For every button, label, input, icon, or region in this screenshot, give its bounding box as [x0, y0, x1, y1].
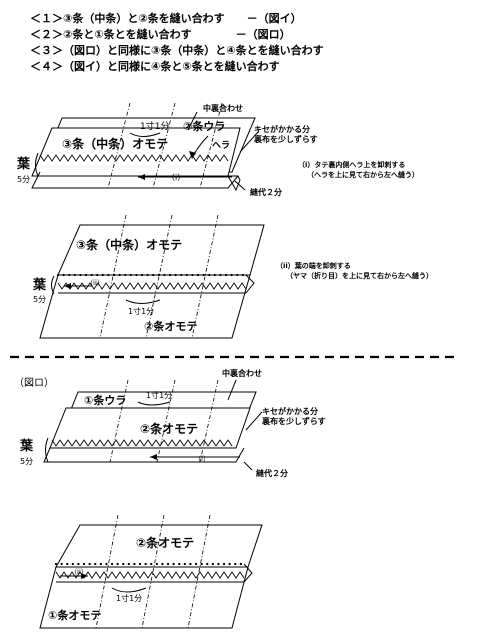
fig-b-step-1: （図ロ） 中裏合わせ 1寸1分 ①条ウラ ②条オモテ キセがかかる分 裏布を少し…: [14, 368, 326, 478]
fig-a-label-issun: 1寸1分: [140, 120, 169, 132]
fig-a-fold-line-2: [152, 102, 176, 189]
fig-a-issun-arc: [129, 132, 161, 137]
fig-a-hera-arrowhead: [189, 151, 196, 159]
fig-b2-label-ii: （ii）: [70, 568, 88, 576]
instruction-3: ＜３＞（図ロ）と同様に③条（中条）と④条とを縫い合わす: [30, 43, 324, 57]
fig-a-arrowhead-i: [138, 174, 145, 180]
fig-b-label-5bu: 5分: [20, 457, 33, 466]
fig-a-label-kise-2: 裏布を少しずらす: [253, 134, 318, 144]
fig-a-fold-line-3: [199, 102, 223, 189]
fig-a-label-jo2-ura: ②条ウラ: [183, 119, 225, 133]
fig-b2-issun-arc: [111, 587, 147, 593]
fig-b-leader-kise: [245, 411, 263, 431]
fig-b-leaf-bracket: [45, 437, 49, 463]
fig-a-leaf-bracket: [35, 152, 39, 177]
fig-a-leader-nakaura: [187, 111, 198, 131]
fig-b-front-sheet: [49, 407, 251, 449]
instruction-2: ＜２＞②条と①条とを縫い合わす －（図ロ）: [30, 27, 291, 41]
instruction-list: ＜１＞③条（中条）と②条を縫い合わす －（図イ） ＜２＞②条と①条とを縫い合わす…: [30, 11, 324, 73]
fig-a-note-i-1: （i）タテ裏内側ヘラ上を卸刺する: [298, 160, 405, 169]
fig-a-lower-flap: [32, 175, 241, 192]
fig-a2-note-ii-1: （ii）葉の端を卸刺する: [276, 261, 351, 270]
fig-b-zigzag-stitch: [51, 439, 233, 447]
fig-b-label-i: （i）: [194, 455, 210, 463]
instruction-1: ＜１＞③条（中条）と②条を縫い合わす －（図イ）: [30, 11, 302, 25]
fig-a2-leaf-bracket: [51, 275, 55, 295]
fig-b-step-2: ②条オモテ （ii） 1寸1分 ①条オモテ: [39, 514, 263, 629]
fig-a-note-i-2: （ヘラを上に見て右から左へ縫う）: [307, 170, 419, 179]
fig-a2-label-jo3-omote: ③条（中条）オモテ: [76, 237, 182, 252]
fig-b-leader-nuishiro: [243, 461, 253, 471]
fig-b2-label-issun: 1寸1分: [116, 593, 142, 603]
fig-b-label-jo1-ura: ①条ウラ: [84, 393, 126, 407]
fig-b-fold-line-1: [109, 379, 129, 463]
fig-a-label-ha: 葉: [16, 156, 31, 172]
fig-b2-arrowhead-ii: [81, 573, 88, 579]
fig-a-leader-kise: [239, 131, 259, 153]
fig-b2-fold-line-2: [141, 514, 165, 629]
fig-a-step-2: ③条（中条）オモテ （ii） （ii）葉の端を卸刺する （ヤマ（折り目）を上に見…: [32, 214, 433, 339]
fig-b-arrowhead-i: [150, 454, 157, 460]
fig-a-zigzag-stitch: [39, 154, 229, 162]
fig-a2-fold-line-2: [145, 214, 173, 339]
fig-b-fold-line-2: [156, 379, 176, 463]
fig-a-label-nakaura: 中裏合わせ: [203, 103, 243, 113]
fig-b-label-issun: 1寸1分: [146, 390, 172, 400]
fig-a-seam-edge: [31, 171, 239, 189]
fig-b-label-ha: 葉: [19, 438, 34, 454]
fig-a2-fold-line-1: [99, 214, 127, 339]
fig-b-seam-edge: [43, 447, 245, 463]
fig-a-label-jo3-omote: ③条（中条）オモテ: [62, 136, 168, 151]
fig-b-issun-arc: [137, 401, 171, 406]
fig-a2-note-ii-2: （ヤマ（折り目）を上に見て右から左へ縫う）: [286, 271, 433, 280]
fig-a-label-nuishiro: 縫代２分: [250, 187, 282, 197]
fig-a-fold-line-1: [107, 102, 131, 189]
fig-a2-label-jo2-omote: ②条オモテ: [144, 319, 197, 333]
fig-b-label-jo2-omote: ②条オモテ: [140, 421, 198, 436]
fig-a2-label-ii: （ii）: [86, 279, 104, 287]
fig-b2-label-jo1-omote: ①条オモテ: [48, 608, 101, 622]
fig-b2-zigzag-stitch: [55, 571, 245, 579]
fig-b-label-nakaura: 中裏合わせ: [222, 368, 262, 378]
fig-a2-issun-arc: [125, 299, 161, 304]
fig-a-step-1: 中裏合わせ 1寸1分 ②条ウラ ③条（中条）オモテ ヘラ キセがかかる分 裏布を…: [16, 102, 419, 197]
fig-a-leader-nuishiro: [234, 180, 246, 191]
fig-b-label-kise-2: 裏布を少しずらす: [261, 416, 326, 426]
fig-a2-label-5bu: 5分: [33, 295, 46, 304]
fig-a-label-i: （i）: [167, 173, 185, 182]
fig-b-title: （図ロ）: [14, 377, 54, 389]
fig-b-fold-line-3: [199, 379, 219, 463]
fig-b2-label-jo2-omote: ②条オモテ: [136, 535, 194, 550]
fig-b2-fold-line-1: [95, 514, 119, 629]
fig-b-leader-nakaura: [227, 379, 237, 401]
fig-b-label-nuishiro: 縫代２分: [256, 468, 288, 478]
fig-a-label-hera: ヘラ: [212, 140, 230, 151]
fig-a2-label-ha: 葉: [32, 277, 47, 293]
fig-a-label-kise-1: キセがかかる分: [254, 124, 310, 134]
fig-b-label-kise-1: キセがかかる分: [262, 406, 318, 416]
fig-a2-fold-tip: [245, 274, 255, 294]
fig-a2-label-issun: 1寸1分: [128, 306, 154, 316]
fig-b2-fold-line-3: [187, 514, 211, 629]
fig-a2-arrowhead-ii: [64, 283, 71, 289]
fig-a2-zigzag-stitch: [57, 282, 247, 290]
fig-a-label-5bu: 5分: [17, 175, 30, 184]
fig-a2-fold-line-3: [191, 214, 219, 339]
fig-b2-fold-tip: [243, 563, 253, 583]
instruction-4: ＜４＞（図イ）と同様に④条と⑤条とを縫い合わす: [30, 59, 280, 73]
